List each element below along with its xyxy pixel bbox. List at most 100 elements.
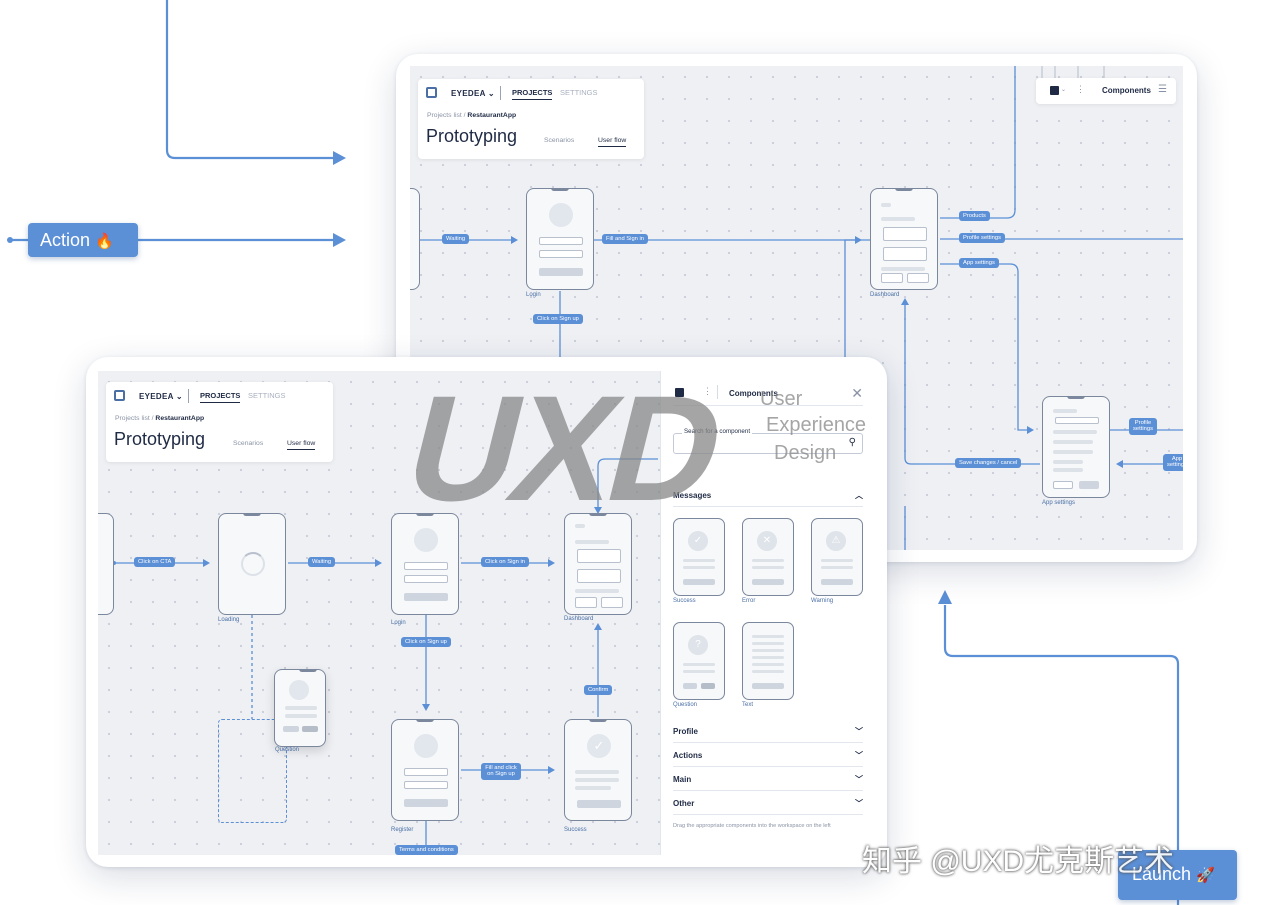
components-panel: ⋮ Components ✕ Search for a component ⚲ …	[660, 371, 875, 855]
section-profile[interactable]: Profile﹀	[673, 727, 863, 743]
front-screen-question-label: Question	[275, 747, 300, 753]
search-icon[interactable]: ⚲	[848, 437, 856, 448]
tab-settings[interactable]: SETTINGS	[248, 391, 286, 400]
front-screen-dashboard[interactable]	[564, 513, 632, 615]
back-screen-app-settings-label: App settings	[1042, 500, 1076, 506]
list-icon[interactable]: ☰	[1158, 84, 1167, 95]
section-actions[interactable]: Actions﹀	[673, 751, 863, 767]
front-screen-loading[interactable]	[218, 513, 286, 615]
front-screen-login[interactable]	[391, 513, 459, 615]
loading-spinner-icon	[241, 552, 265, 576]
back-pill-app-settings[interactable]: App settings	[959, 258, 999, 269]
back-pill-profile-settings-2[interactable]: Profile settings	[1129, 418, 1157, 435]
brand-switcher[interactable]: EYEDEA ⌄	[139, 392, 183, 401]
breadcrumb: Projects list / RestaurantApp	[115, 415, 205, 422]
front-screen-register-label: Register	[391, 827, 414, 833]
front-pill-click-sign-in[interactable]: Click on Sign in	[481, 557, 529, 568]
tab-projects[interactable]: PROJECTS	[200, 391, 241, 403]
front-screen-login-label: Login	[391, 620, 406, 626]
action-label: Action	[40, 230, 91, 250]
back-pill-save-changes[interactable]: Save changes / cancel	[955, 458, 1022, 469]
front-screen-success-label: Success	[564, 827, 587, 833]
tab-user-flow[interactable]: User flow	[598, 137, 627, 147]
action-tag[interactable]: Action 🔥	[28, 223, 138, 257]
watermark-logo: UXD	[391, 364, 738, 532]
header-separator	[500, 86, 501, 100]
section-other[interactable]: Other﹀	[673, 799, 863, 815]
front-pill-confirm[interactable]: Confirm	[584, 685, 613, 696]
breadcrumb-current: RestaurantApp	[155, 415, 205, 422]
page-title: Prototyping	[426, 126, 518, 146]
section-messages[interactable]: Messages ︿	[673, 491, 863, 507]
front-pill-terms[interactable]: Terms and conditions	[395, 845, 458, 855]
chevron-down-icon[interactable]: ﹀	[855, 775, 863, 784]
question-dropzone[interactable]	[218, 719, 287, 823]
components-toolbar-label: Components	[1102, 86, 1151, 95]
more-icon[interactable]: ⋮	[703, 386, 712, 396]
component-warning[interactable]: ⚠	[811, 518, 863, 596]
tab-settings[interactable]: SETTINGS	[560, 88, 598, 97]
breadcrumb-root[interactable]: Projects list	[427, 112, 462, 119]
breadcrumb-root[interactable]: Projects list	[115, 415, 150, 422]
more-icon[interactable]: ⋮	[1076, 84, 1085, 94]
front-screen-left-stub[interactable]	[98, 513, 114, 615]
page-title: Prototyping	[114, 429, 206, 449]
check-icon: ✓	[688, 531, 708, 551]
search-input[interactable]: Search for a component ⚲	[673, 428, 863, 454]
brand-switcher[interactable]: EYEDEA ⌄	[451, 89, 495, 98]
back-pill-fill-sign-in[interactable]: Fill and Sign in	[602, 234, 649, 245]
breadcrumb-current: RestaurantApp	[467, 112, 517, 119]
chevron-down-icon[interactable]: ﹀	[855, 727, 863, 736]
component-success-label: Success	[673, 598, 696, 604]
launch-tag[interactable]: Launch 🚀	[1118, 850, 1237, 900]
back-screen-dashboard[interactable]	[870, 188, 938, 290]
section-main[interactable]: Main﹀	[673, 775, 863, 791]
back-screen-left-stub[interactable]	[410, 188, 420, 290]
back-pill-waiting[interactable]: Waiting	[442, 234, 470, 245]
component-text[interactable]	[742, 622, 794, 700]
chevron-down-icon[interactable]: ﹀	[855, 751, 863, 760]
search-placeholder: Search for a component	[682, 428, 753, 435]
front-pill-click-cta[interactable]: Click on CTA	[134, 557, 176, 568]
check-icon: ✓	[587, 734, 611, 758]
close-icon[interactable]: ✕	[851, 385, 863, 401]
back-screen-login-label: Login	[526, 292, 541, 298]
launch-label: Launch	[1132, 864, 1192, 884]
component-error-label: Error	[742, 598, 756, 604]
tab-projects[interactable]: PROJECTS	[512, 88, 553, 100]
front-screen-register[interactable]	[391, 719, 459, 821]
back-pill-app-settings-2[interactable]: App settings	[1163, 454, 1183, 471]
watermark-line-3: Design	[774, 442, 837, 464]
back-screen-dashboard-label: Dashboard	[870, 292, 900, 298]
chevron-down-icon[interactable]: ﹀	[855, 799, 863, 808]
component-success[interactable]: ✓	[673, 518, 725, 596]
component-question-label: Question	[673, 702, 698, 708]
front-pill-waiting[interactable]: Waiting	[308, 557, 336, 568]
component-question[interactable]: ?	[673, 622, 725, 700]
back-pill-profile-settings[interactable]: Profile settings	[959, 233, 1006, 244]
back-pill-click-sign-up[interactable]: Click on Sign up	[533, 314, 583, 325]
back-components-toolbar[interactable]: ⌄ ⋮ Components ☰	[1036, 78, 1176, 104]
component-error[interactable]: ✕	[742, 518, 794, 596]
tab-scenarios[interactable]: Scenarios	[233, 440, 264, 447]
front-pill-click-sign-up[interactable]: Click on Sign up	[401, 637, 451, 648]
header-separator	[188, 389, 189, 403]
chevron-down-icon[interactable]: ⌄	[1061, 87, 1067, 93]
front-screen-question-dragged[interactable]	[274, 669, 326, 747]
front-screen-loading-label: Loading	[218, 617, 240, 623]
front-flow-wires	[112, 458, 658, 855]
back-screen-app-settings[interactable]	[1042, 396, 1110, 498]
front-screen-success[interactable]: ✓	[564, 719, 632, 821]
color-swatch-icon[interactable]	[1050, 86, 1059, 95]
back-header-card: EYEDEA ⌄ PROJECTS SETTINGS Projects list…	[418, 79, 644, 159]
color-swatch-icon[interactable]	[675, 388, 684, 397]
tab-user-flow[interactable]: User flow	[287, 440, 316, 450]
front-pill-fill-click-sign-up[interactable]: Fill and click on Sign up	[481, 763, 521, 780]
tab-scenarios[interactable]: Scenarios	[544, 137, 575, 144]
eyedea-logo-icon	[426, 87, 437, 98]
back-screen-login[interactable]	[526, 188, 594, 290]
back-pill-products[interactable]: Products	[959, 211, 990, 222]
fire-icon: 🔥	[95, 233, 114, 250]
rocket-icon: 🚀	[1196, 867, 1215, 884]
chevron-up-icon[interactable]: ︿	[855, 491, 863, 500]
